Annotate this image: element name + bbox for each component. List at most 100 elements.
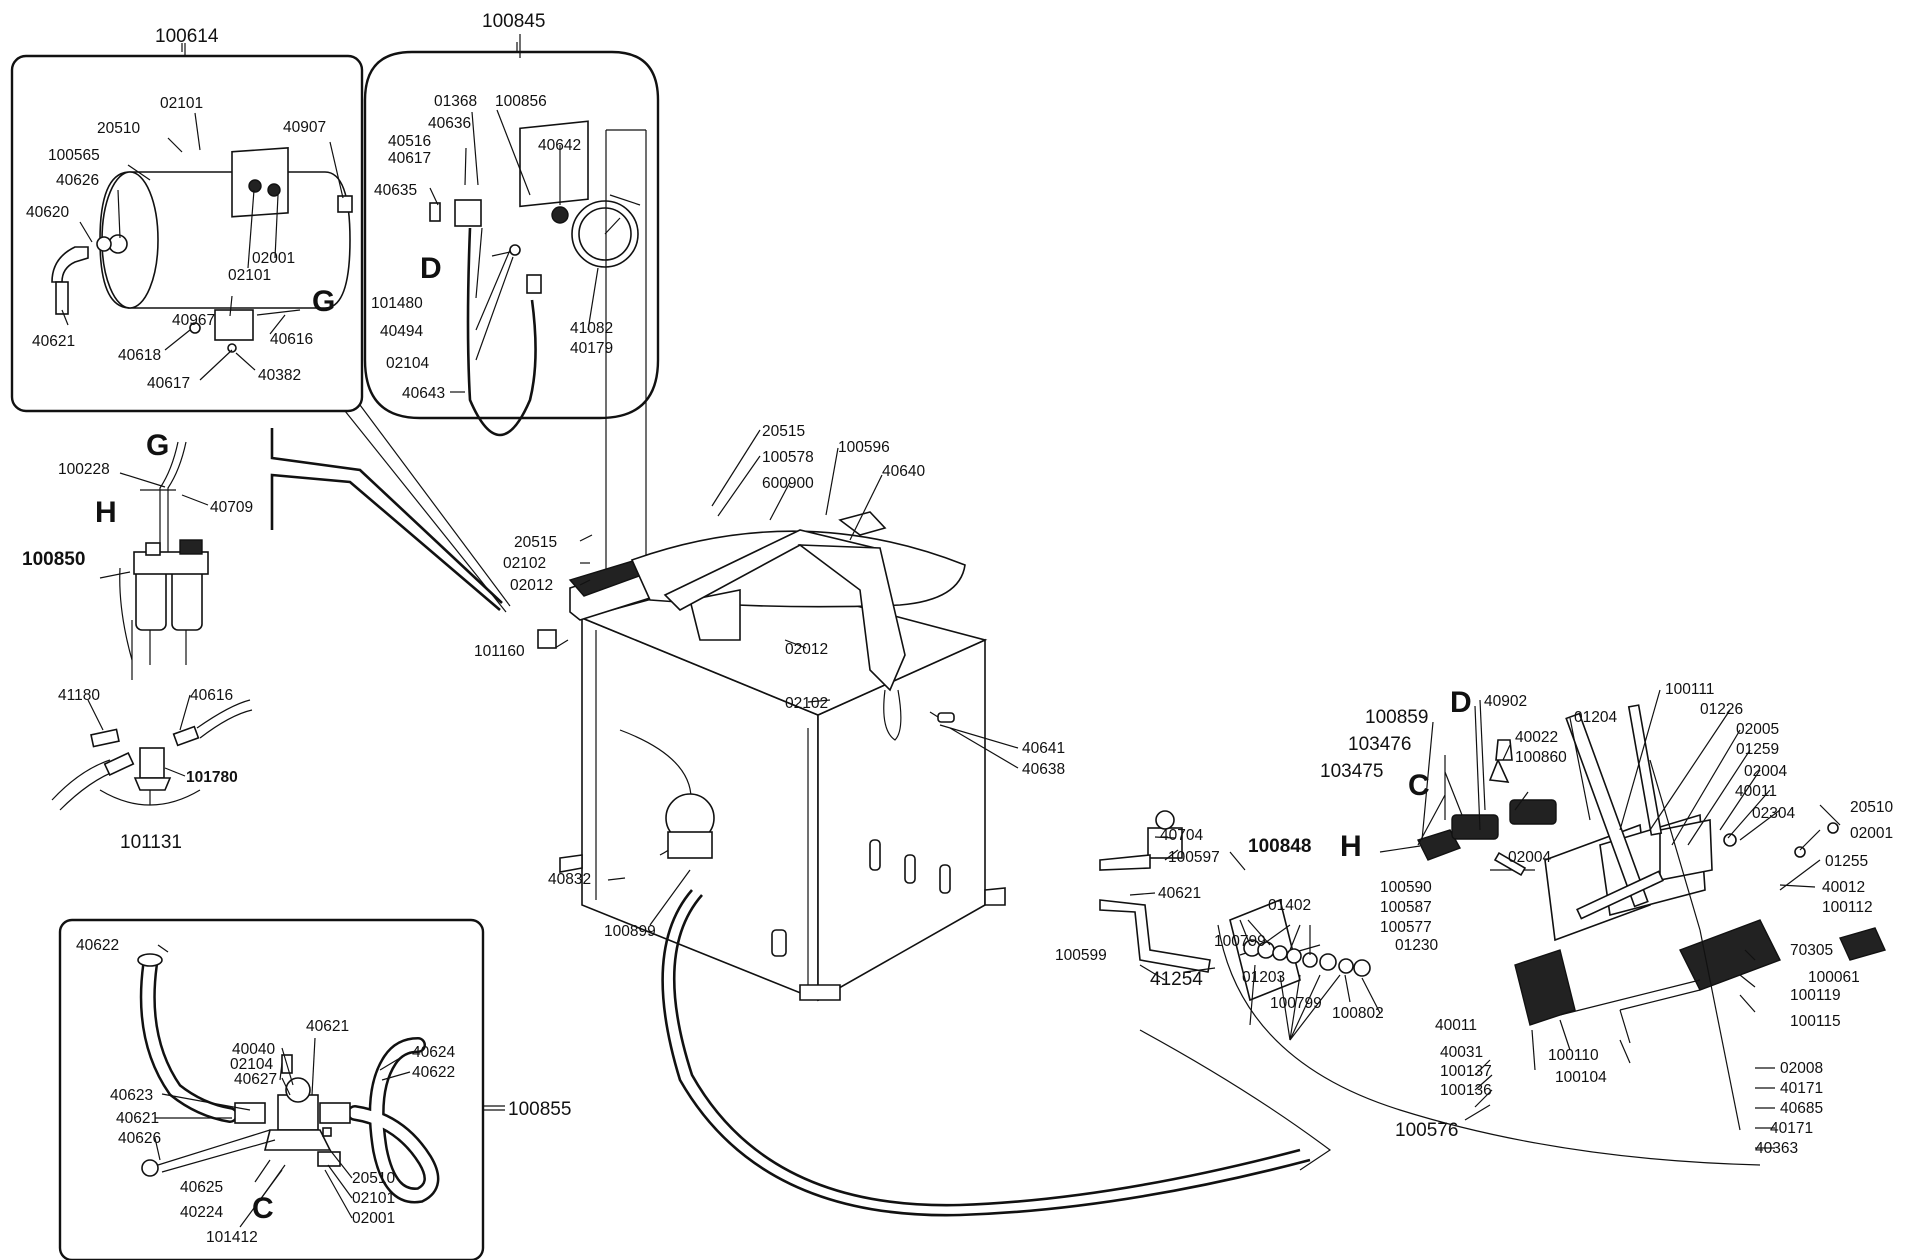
part-100859: 100859 xyxy=(1365,707,1428,728)
part-40709: 40709 xyxy=(210,499,253,516)
part-02104: 02104 xyxy=(230,1056,273,1073)
part-02001: 02001 xyxy=(252,250,295,267)
part-02001: 02001 xyxy=(1850,825,1893,842)
assembly-100614: 100614 xyxy=(155,26,219,47)
part-600900: 600900 xyxy=(762,475,814,492)
part-100799: 100799 xyxy=(1270,995,1322,1012)
part-100856: 100856 xyxy=(495,93,547,110)
part-40635: 40635 xyxy=(374,182,417,199)
callout-line-1 xyxy=(359,404,511,607)
marker-H-2: H xyxy=(1340,830,1362,863)
part-100137: 100137 xyxy=(1440,1063,1492,1080)
part-40642: 40642 xyxy=(538,137,581,154)
part-01255: 01255 xyxy=(1825,853,1868,870)
part-40967: 40967 xyxy=(172,312,215,329)
assembly-100850: 100850 xyxy=(22,549,85,570)
part-40171: 40171 xyxy=(1770,1120,1813,1137)
part-100104: 100104 xyxy=(1555,1069,1607,1086)
part-40022: 40022 xyxy=(1515,729,1558,746)
part-40902: 40902 xyxy=(1484,693,1527,710)
part-101160: 101160 xyxy=(474,643,525,660)
marker-C-1: C xyxy=(1408,769,1430,802)
part-40621: 40621 xyxy=(1158,885,1201,902)
part-01226: 01226 xyxy=(1700,701,1743,718)
part-40012: 40012 xyxy=(1822,879,1865,896)
part-40617: 40617 xyxy=(147,375,190,392)
curve-outer xyxy=(661,889,1311,1217)
marker-D-2: D xyxy=(1450,686,1472,719)
marker-G-2: G xyxy=(146,429,169,462)
part-100590: 100590 xyxy=(1380,879,1432,896)
part-40636: 40636 xyxy=(428,115,471,132)
part-40011: 40011 xyxy=(1435,1017,1477,1034)
part-103476: 103476 xyxy=(1348,734,1411,755)
callout-line-2 xyxy=(344,410,507,613)
callout-bracket-bottom xyxy=(270,473,501,611)
part-41180: 41180 xyxy=(58,687,100,704)
part-40621: 40621 xyxy=(32,333,75,350)
part-40011: 40011 xyxy=(1735,783,1777,800)
part-100110: 100110 xyxy=(1548,1047,1599,1064)
part-100899: 100899 xyxy=(604,923,656,940)
part-40640: 40640 xyxy=(882,463,925,480)
part-02101: 02101 xyxy=(160,95,203,112)
part-100112: 100112 xyxy=(1822,899,1873,916)
frame-100855 xyxy=(58,918,485,1260)
part-02102: 02102 xyxy=(503,555,546,572)
callout-bracket-top xyxy=(270,428,503,604)
part-41082: 41082 xyxy=(570,320,613,337)
part-40382: 40382 xyxy=(258,367,301,384)
part-40643: 40643 xyxy=(402,385,445,402)
part-100228: 100228 xyxy=(58,461,110,478)
assembly-101780: 101780 xyxy=(186,769,238,786)
part-40617: 40617 xyxy=(388,150,431,167)
part-40907: 40907 xyxy=(283,119,326,136)
part-100136: 100136 xyxy=(1440,1082,1492,1099)
part-40179: 40179 xyxy=(570,340,613,357)
part-01203: 01203 xyxy=(1242,969,1285,986)
part-100799: 100799 xyxy=(1214,933,1266,950)
part-02012: 02012 xyxy=(785,641,828,658)
part-01368: 01368 xyxy=(434,93,477,110)
part-100119: 100119 xyxy=(1790,987,1841,1004)
part-02004: 02004 xyxy=(1508,849,1551,866)
part-103475: 103475 xyxy=(1320,761,1383,782)
part-40641: 40641 xyxy=(1022,740,1065,757)
part-40638: 40638 xyxy=(1022,761,1065,778)
part-40618: 40618 xyxy=(118,347,161,364)
part-100578: 100578 xyxy=(762,449,814,466)
marker-D-1: D xyxy=(420,252,442,285)
part-100111: 100111 xyxy=(1665,681,1714,698)
part-02004: 02004 xyxy=(1744,763,1787,780)
part-02001: 02001 xyxy=(352,1210,395,1227)
part-01259: 01259 xyxy=(1736,741,1779,758)
part-40363: 40363 xyxy=(1755,1140,1798,1157)
curve-inner xyxy=(672,894,1301,1207)
gauge-hose xyxy=(466,227,537,437)
part-100565: 100565 xyxy=(48,147,100,164)
part-01204: 01204 xyxy=(1574,709,1617,726)
part-02101: 02101 xyxy=(228,267,271,284)
part-40704: 40704 xyxy=(1160,827,1203,844)
part-40832: 40832 xyxy=(548,871,591,888)
part-40622: 40622 xyxy=(412,1064,455,1081)
gauge-assembly xyxy=(429,120,641,437)
part-40626: 40626 xyxy=(118,1130,161,1147)
assembly-101131: 101131 xyxy=(120,832,182,853)
marker-G-1: G xyxy=(312,285,335,318)
part-100061: 100061 xyxy=(1808,969,1860,986)
arc-100576 xyxy=(1217,924,1761,1166)
part-40171: 40171 xyxy=(1780,1080,1823,1097)
part-40622: 40622 xyxy=(76,937,119,954)
part-40621: 40621 xyxy=(306,1018,349,1035)
part-40616: 40616 xyxy=(270,331,313,348)
part-40626: 40626 xyxy=(56,172,99,189)
part-01230: 01230 xyxy=(1395,937,1438,954)
part-40624: 40624 xyxy=(412,1044,455,1061)
part-20510: 20510 xyxy=(1850,799,1893,816)
part-40031: 40031 xyxy=(1440,1044,1483,1061)
frame-100614 xyxy=(10,54,364,413)
part-20510: 20510 xyxy=(97,120,140,137)
part-20515: 20515 xyxy=(514,534,557,551)
